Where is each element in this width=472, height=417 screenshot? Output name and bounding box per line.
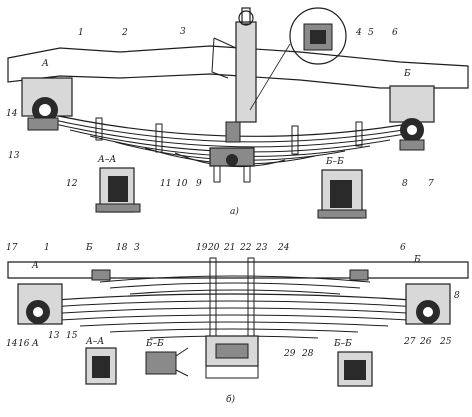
leaf-spring-main: [27, 293, 441, 339]
section-aa-bottom: [85, 347, 117, 385]
label-13-bot: 13: [48, 331, 60, 341]
label-B-top: Б: [403, 69, 411, 79]
section-aa-bottom-label: А–А: [85, 337, 104, 347]
label-23-bot: 23: [255, 243, 268, 253]
label-6-top: 6: [392, 28, 398, 38]
label-3-top: 3: [180, 27, 186, 37]
label-17-bot: 17: [6, 243, 18, 253]
label-16-bot: 16: [18, 339, 30, 349]
label-3-bot: 3: [134, 243, 140, 253]
section-bb-bottom-label-2: Б–Б: [333, 339, 352, 349]
label-14-bot: 14: [6, 339, 18, 349]
frame-bottom: [7, 261, 469, 279]
label-26-bot: 26: [419, 337, 432, 347]
label-B2-bot: Б: [413, 255, 421, 265]
label-29-bot: 29: [283, 349, 296, 359]
label-25-bot: 25: [439, 337, 452, 347]
front-bracket-bottom: [17, 283, 63, 325]
helper-stop-right: [349, 269, 369, 281]
label-5-top: 5: [368, 28, 374, 38]
label-8-bot: 8: [454, 291, 460, 301]
caption-b: б): [226, 394, 235, 405]
axle-clamp: [209, 147, 255, 183]
label-13-top: 13: [8, 151, 20, 161]
section-bb-top-label: Б–Б: [325, 157, 344, 167]
label-21-bot: 21: [223, 243, 235, 253]
section-aa-top-label: А–А: [97, 155, 116, 165]
leaf-spring-helper: [99, 275, 371, 295]
section-bb-top: [317, 169, 367, 219]
label-1-bot: 1: [44, 243, 50, 253]
label-8-top: 8: [402, 179, 408, 189]
label-15-bot: 15: [66, 331, 78, 341]
label-11-top: 11: [160, 179, 171, 189]
label-A2-bot: А: [31, 261, 39, 271]
label-22-bot: 22: [239, 243, 252, 253]
label-2-top: 2: [121, 28, 128, 38]
label-6-bot: 6: [400, 243, 406, 253]
section-bb-bottom-right: [337, 351, 373, 387]
top-assembly: 1 2 3 4 5 6 14 13 12 11 10 9 8 7 А Б А–А…: [6, 7, 469, 219]
label-14-top: 14: [6, 109, 18, 119]
label-18-bot: 18: [116, 243, 128, 253]
detail-callout: [249, 7, 347, 111]
label-B1-bot: Б: [85, 243, 93, 253]
label-7-top: 7: [428, 179, 434, 189]
label-20-bot: 20: [207, 243, 220, 253]
rear-bracket: [389, 85, 435, 151]
section-bb-bottom-left: [145, 347, 189, 377]
label-12-top: 12: [66, 179, 78, 189]
label-24-bot: 24: [277, 243, 290, 253]
rear-bracket-bottom: [405, 283, 451, 325]
helper-stop-left: [91, 269, 111, 281]
section-bb-bottom-label-1: Б–Б: [145, 339, 164, 349]
label-28-bot: 28: [301, 349, 314, 359]
label-4-top: 4: [355, 28, 362, 38]
label-A-top: А: [41, 59, 49, 69]
front-bracket: [21, 77, 73, 131]
bottom-assembly: 17 1 Б 18 3 19 20 21 22 23 24 6 Б 8 14 1…: [6, 243, 469, 405]
label-9-top: 9: [196, 179, 202, 189]
section-aa-top: [95, 167, 141, 213]
label-19-bot: 19: [196, 243, 208, 253]
center-clamp: [205, 257, 259, 379]
label-10-top: 10: [176, 179, 188, 189]
shock-absorber: [211, 7, 257, 143]
label-1-top: 1: [78, 28, 84, 38]
caption-a: a): [230, 206, 239, 217]
label-27-bot: 27: [403, 337, 416, 347]
frame-beam: [7, 45, 469, 89]
label-A-bot: А: [31, 339, 39, 349]
